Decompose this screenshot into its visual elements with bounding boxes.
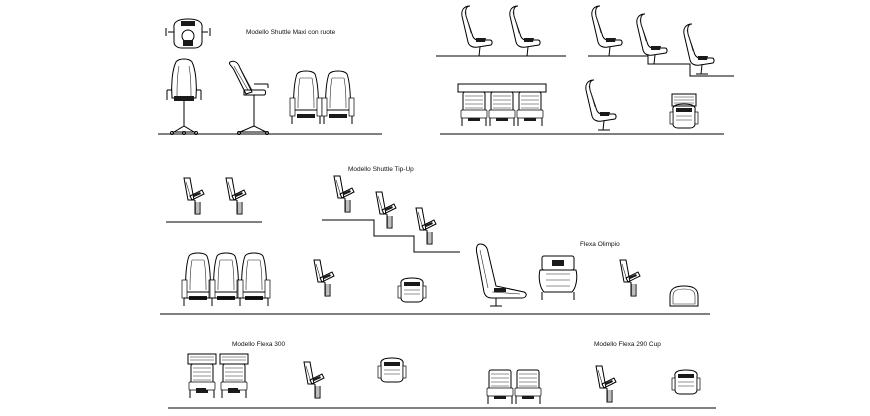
middle-row-group: Flexa Olimpio xyxy=(160,241,710,315)
single-rear-view xyxy=(669,93,699,129)
tipup-pair-side xyxy=(166,177,262,223)
label-shuttle-maxi: Modello Shuttle Maxi con ruote xyxy=(246,29,336,36)
plan-seat-outline xyxy=(669,285,699,307)
flexa-290-plan xyxy=(671,369,701,395)
shuttle-maxi-pair-front xyxy=(289,70,355,125)
tipup-stepped-side xyxy=(322,175,460,253)
flexa-290-side xyxy=(595,365,617,403)
tipup-side-single-right xyxy=(619,259,641,297)
triple-high-back-front xyxy=(181,252,271,307)
tipup-side-single xyxy=(313,259,335,297)
side-pair-flat xyxy=(436,5,566,57)
shuttle-maxi-front-view xyxy=(166,58,202,135)
label-shuttle-tipup: Modello Shuttle Tip-Up xyxy=(348,166,414,173)
side-stepped-tiers xyxy=(588,5,734,77)
flexa-olimpio-recliner-side xyxy=(475,243,527,307)
row-of-three-front xyxy=(457,83,547,127)
flexa-olimpio-front xyxy=(538,255,578,300)
single-side-view xyxy=(585,79,617,131)
flexa-300-plan xyxy=(377,357,407,383)
label-flexa-290-cup: Modello Flexa 290 Cup xyxy=(594,341,661,348)
flexa-300-pair-front xyxy=(187,353,249,399)
shuttle-tipup-group: Modello Shuttle Tip-Up xyxy=(166,166,460,253)
shuttle-maxi-group: Modello Shuttle Maxi con ruote xyxy=(158,18,382,135)
plan-seat-small xyxy=(397,277,427,303)
top-right-group xyxy=(436,5,734,135)
bottom-row-group: Modello Flexa 300 Modello Flexa 290 Cup xyxy=(168,341,716,409)
shuttle-maxi-plan-view xyxy=(165,18,211,49)
shuttle-maxi-side-view xyxy=(229,60,269,135)
flexa-290-pair-front xyxy=(486,369,542,405)
flexa-300-side xyxy=(303,361,325,399)
label-flexa-300: Modello Flexa 300 xyxy=(232,341,285,348)
label-flexa-olimpio: Flexa Olimpio xyxy=(580,241,620,248)
